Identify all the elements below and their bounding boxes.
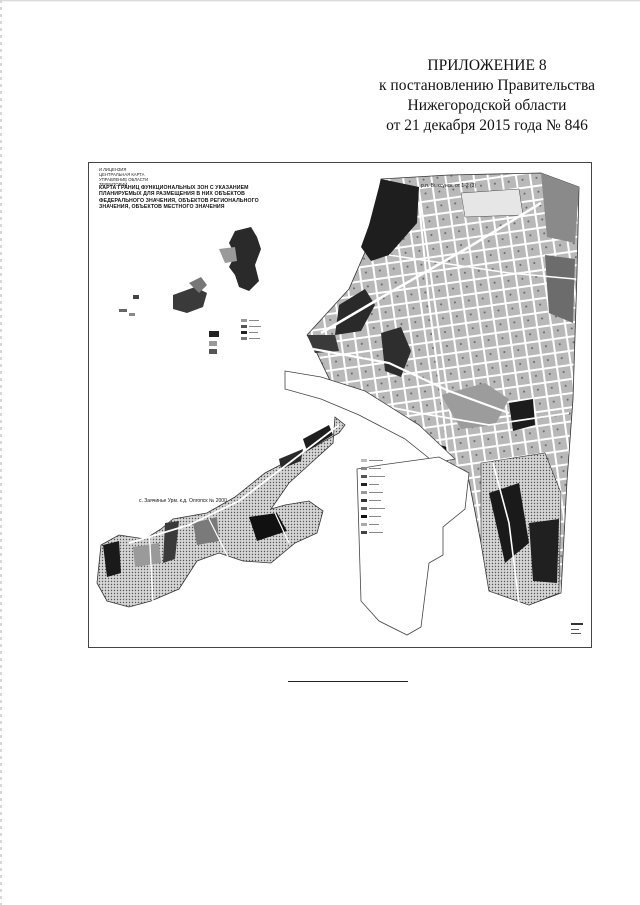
appendix-reference: к постановлению Правительства bbox=[379, 77, 595, 94]
map-title-line: ПЛАНИРУЕМЫХ ДЛЯ РАЗМЕЩЕНИЯ В НИХ ОБЪЕКТО… bbox=[99, 191, 245, 198]
northwest-legend bbox=[241, 319, 261, 340]
appendix-header: ПРИЛОЖЕНИЕ 8 к постановлению Правительст… bbox=[352, 56, 622, 136]
appendix-title: ПРИЛОЖЕНИЕ 8 bbox=[427, 57, 547, 74]
map-stamp-line: УПРАВЛЕНИЕ ОБЛАСТИ bbox=[99, 177, 149, 182]
settlement-label-southwest: с. Заячинье Урм. к.д. Олгопск № 2000 bbox=[139, 498, 227, 504]
map-legend bbox=[361, 459, 385, 534]
appendix-region: Нижегородской области bbox=[407, 97, 567, 114]
outlined-territories bbox=[284, 370, 470, 636]
settlement-label-northeast: р.п. Выксунск. от 1-2 (3) bbox=[421, 183, 477, 189]
zoning-map-drawing bbox=[96, 172, 583, 636]
zoning-map: И ЛИЦЕНЗИЯ ЦЕНТРАЛЬНАЯ КАРТА УПРАВЛЕНИЕ … bbox=[88, 162, 592, 648]
map-title: КАРТА ГРАНИЦ ФУНКЦИОНАЛЬНЫХ ЗОН С УКАЗАН… bbox=[99, 185, 269, 211]
map-stamp: И ЛИЦЕНЗИЯ ЦЕНТРАЛЬНАЯ КАРТА УПРАВЛЕНИЕ … bbox=[99, 167, 148, 187]
map-stamp-line: И ЛИЦЕНЗИЯ bbox=[99, 167, 127, 172]
map-stamp-line: ТЕРРИТОРИЙ bbox=[99, 182, 128, 187]
scale-mark bbox=[571, 623, 583, 634]
southwest-settlement bbox=[96, 416, 346, 608]
map-title-line: КАРТА ГРАНИЦ ФУНКЦИОНАЛЬНЫХ ЗОН С УКАЗАН… bbox=[99, 185, 249, 191]
appendix-date: от 21 декабря 2015 года № 846 bbox=[386, 117, 588, 134]
map-stamp-line: ЦЕНТРАЛЬНАЯ КАРТА bbox=[99, 172, 145, 177]
map-title-line: ЗНАЧЕНИЯ, ОБЪЕКТОВ МЕСТНОГО ЗНАЧЕНИЯ bbox=[99, 204, 225, 211]
scan-edge-left bbox=[0, 0, 2, 905]
main-city-area bbox=[306, 172, 580, 606]
scan-edge-top bbox=[0, 0, 640, 2]
footer-rule bbox=[288, 681, 408, 682]
northwest-fragments bbox=[119, 227, 261, 354]
map-title-line: ФЕДЕРАЛЬНОГО ЗНАЧЕНИЯ, ОБЪЕКТОВ РЕГИОНАЛ… bbox=[99, 197, 259, 204]
